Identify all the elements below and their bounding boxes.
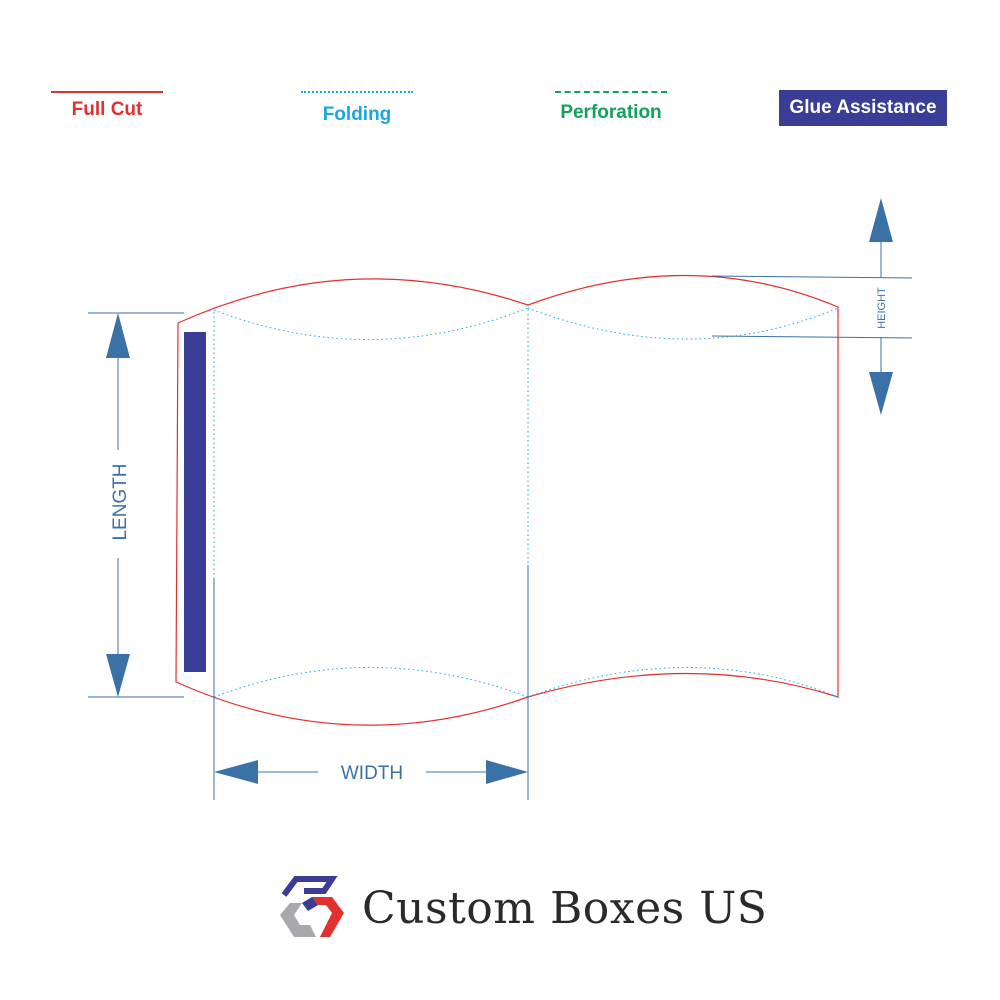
folding-lines [213,305,839,698]
glue-strip [184,332,206,672]
fold-curve-bottom-right [527,667,839,698]
height-dimension [711,198,913,415]
height-arrow-down [869,372,893,415]
custom-boxes-logo-icon [280,876,344,937]
height-label: HEIGHT [876,287,888,329]
legend-glue-assistance: Glue Assistance [779,90,947,126]
legend-full-cut-label: Full Cut [71,99,143,120]
width-arrow-right [486,760,528,784]
brand-name: Custom Boxes US [362,882,768,934]
length-label: LENGTH [110,463,131,540]
pillow-box-dieline: LENGTH WIDTH HEIGHT [88,198,913,800]
height-arrow-up [869,198,893,242]
folding-line-sample [301,91,413,93]
legend-perforation: Perforation [552,91,670,124]
legend-folding-label: Folding [322,104,392,125]
width-arrow-left [214,760,258,784]
full-cut-line-sample [51,91,163,93]
brand-footer: Custom Boxes US [276,872,767,944]
length-dimension [88,312,184,698]
fold-curve-top-left [213,307,529,340]
legend-glue-label: Glue Assistance [789,97,937,118]
height-extension-top [711,275,913,279]
width-label: WIDTH [341,763,403,784]
legend-folding: Folding [300,91,414,126]
legend-perforation-label: Perforation [560,102,662,123]
width-dimension [213,565,529,800]
fold-curve-bottom-left [213,667,529,698]
legend-full-cut: Full Cut [50,91,164,121]
perforation-line-sample [555,91,667,93]
full-cut-outline [175,274,839,726]
fold-curve-top-right [527,307,839,340]
length-arrow-down [106,654,130,697]
length-arrow-up [106,313,130,358]
height-extension-bottom [711,335,913,339]
